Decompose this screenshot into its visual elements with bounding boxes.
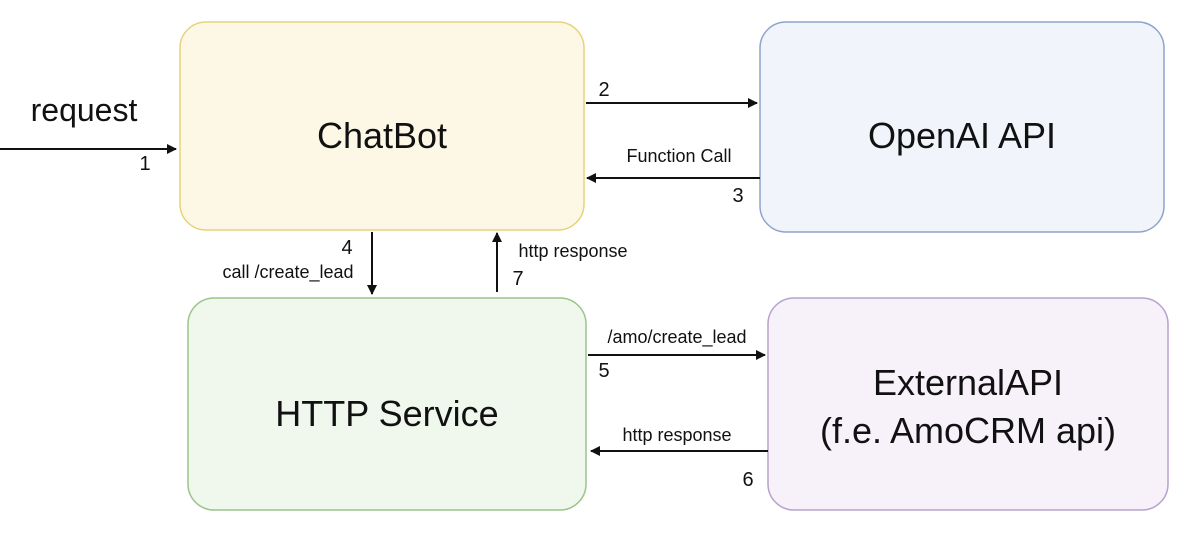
function-call-label: Function Call bbox=[626, 146, 731, 166]
chatbot-label: ChatBot bbox=[317, 115, 447, 156]
chatbot-box bbox=[179, 21, 585, 231]
step-7: 7 bbox=[512, 268, 523, 290]
service-response-label: http response bbox=[518, 241, 627, 261]
amo-response-label: http response bbox=[622, 425, 731, 445]
openai-label: OpenAI API bbox=[868, 115, 1056, 156]
step-5: 5 bbox=[598, 360, 609, 382]
step-1: 1 bbox=[139, 153, 150, 175]
step-6: 6 bbox=[742, 469, 753, 491]
external-api-box bbox=[767, 297, 1169, 511]
step-4: 4 bbox=[341, 237, 352, 259]
create-lead-label: call /create_lead bbox=[222, 262, 353, 283]
external-api-label-line2: (f.e. AmoCRM api) bbox=[820, 410, 1116, 451]
step-2: 2 bbox=[598, 79, 609, 101]
step-3: 3 bbox=[732, 185, 743, 207]
openai-box bbox=[759, 21, 1165, 233]
external-api-label-line1: ExternalAPI bbox=[873, 362, 1063, 403]
request-label: request bbox=[31, 92, 138, 128]
amo-create-lead-label: /amo/create_lead bbox=[607, 327, 746, 348]
http-service-box bbox=[187, 297, 587, 511]
http-service-label: HTTP Service bbox=[275, 393, 498, 434]
